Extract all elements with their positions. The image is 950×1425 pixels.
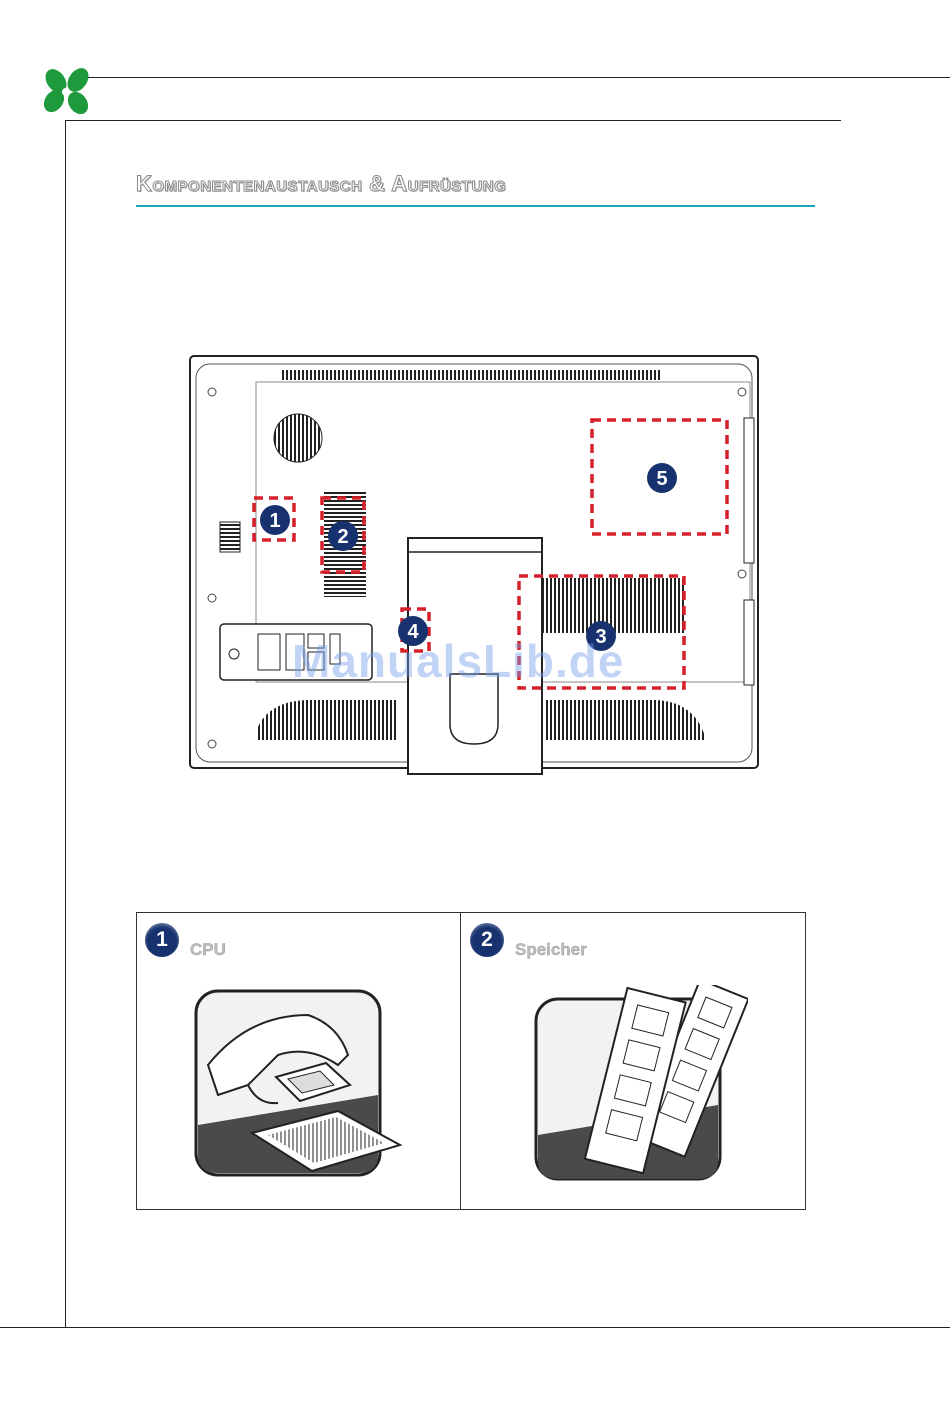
marker-5-label: 5 <box>656 468 667 490</box>
watermark: ManualsLib.de <box>292 634 624 688</box>
legend-label-speicher: Speicher <box>515 940 587 960</box>
left-margin-rule <box>65 120 66 1327</box>
rear-view-diagram: 1 2 3 4 5 <box>186 352 762 780</box>
title-underline <box>136 205 815 207</box>
section-title: Komponentenaustausch & Aufrüstung <box>136 171 506 197</box>
marker-2-label: 2 <box>337 526 348 548</box>
top-rule <box>88 77 950 78</box>
legend-label-cpu: CPU <box>190 940 226 960</box>
legend-badge-2: 2 <box>470 923 504 957</box>
legend-divider <box>460 912 461 1210</box>
legend-badge-1: 1 <box>145 923 179 957</box>
marker-1-label: 1 <box>269 510 280 532</box>
inner-top-rule <box>66 120 841 121</box>
clover-logo-icon <box>36 66 96 118</box>
cpu-install-icon <box>188 985 408 1185</box>
memory-module-icon <box>528 985 748 1185</box>
bottom-rule <box>0 1327 950 1328</box>
